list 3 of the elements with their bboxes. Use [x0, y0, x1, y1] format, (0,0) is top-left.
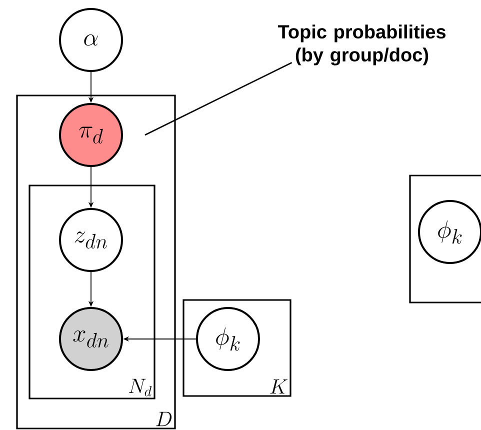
leader-line — [144, 62, 292, 136]
plate-box — [409, 174, 481, 304]
callout-text: Topic probabilities (by group/doc) — [278, 24, 446, 66]
